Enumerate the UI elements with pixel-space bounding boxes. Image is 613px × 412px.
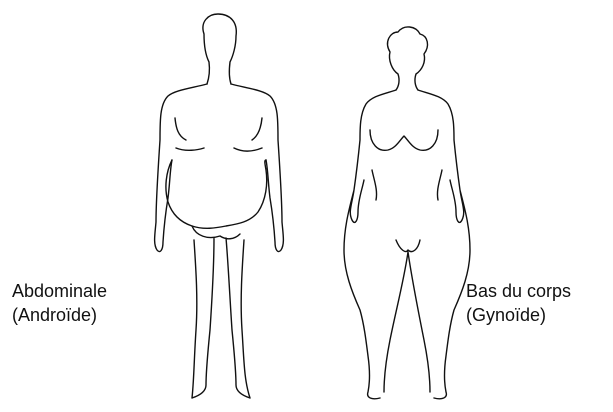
android-head — [203, 14, 236, 84]
android-left-side — [155, 84, 207, 252]
android-right-side — [231, 84, 283, 252]
gynoid-label-line1: Bas du corps — [466, 279, 571, 303]
android-label: Abdominale (Androïde) — [12, 279, 107, 327]
gynoid-legs — [384, 240, 430, 392]
android-label-line1: Abdominale — [12, 279, 107, 303]
gynoid-label-line2: (Gynoïde) — [466, 303, 571, 327]
android-label-line2: (Androïde) — [12, 303, 107, 327]
android-chest-left — [175, 118, 186, 140]
android-legs — [192, 226, 250, 398]
gynoid-waist — [372, 170, 442, 200]
gynoid-body-outline — [344, 27, 470, 399]
android-belly — [166, 160, 267, 228]
android-belly-fold — [176, 148, 262, 151]
gynoid-head — [388, 27, 428, 90]
gynoid-label: Bas du corps (Gynoïde) — [466, 279, 571, 327]
android-chest-right — [252, 118, 262, 140]
android-body-outline — [155, 14, 284, 398]
gynoid-bust — [370, 130, 438, 150]
